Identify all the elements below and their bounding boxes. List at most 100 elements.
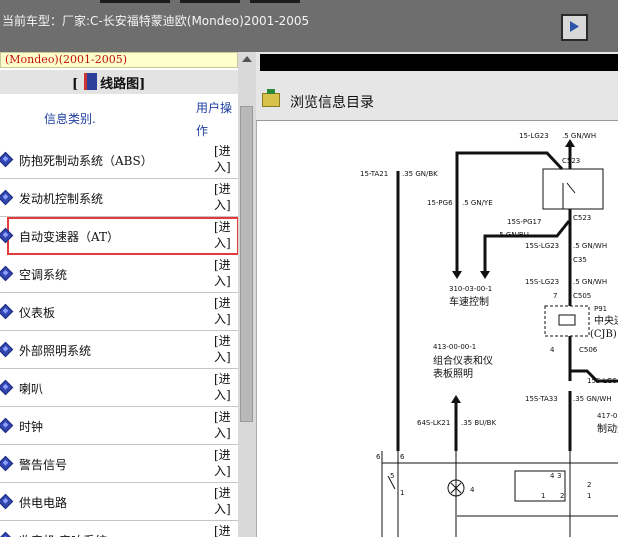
diagram-label: C505 xyxy=(573,292,591,300)
enter-link[interactable]: [进入] xyxy=(214,220,231,250)
diagram-label: 4 xyxy=(550,346,555,354)
cjb-fuse xyxy=(558,314,576,326)
diagram-label: .5 GN/WH xyxy=(562,132,596,140)
diagram-label: 2 xyxy=(587,481,591,489)
category-item-label: 供电电路 xyxy=(19,496,68,510)
category-item[interactable]: 空调系统[进入] xyxy=(0,255,238,293)
panel-header-title: [线路图] xyxy=(72,73,145,92)
toolbar-strip xyxy=(180,0,240,3)
diamond-bullet-icon xyxy=(0,379,14,396)
diagram-label: 1 xyxy=(587,492,591,500)
category-item-label: 外部照明系统 xyxy=(19,344,92,358)
category-item-label: 警告信号 xyxy=(19,458,68,472)
column-header-action: 用户操作 xyxy=(196,101,233,138)
vertical-scrollbar[interactable] xyxy=(238,52,256,537)
diagram-label: 15S-LG6 xyxy=(587,377,617,385)
diagram-label: C35 xyxy=(573,256,587,264)
diagram-label: 5 xyxy=(390,472,394,480)
enter-link[interactable]: [进入] xyxy=(214,296,231,326)
category-item[interactable]: 外部照明系统 [进入] xyxy=(0,331,238,369)
diagram-label: .5 GN/BU xyxy=(497,231,529,239)
category-item[interactable]: 时钟 [进入] xyxy=(0,407,238,445)
diagram-label: .5 GN/YE xyxy=(462,199,493,207)
diamond-bullet-icon xyxy=(0,151,14,168)
enter-link[interactable]: [进入] xyxy=(214,448,231,478)
toolbar-strip xyxy=(250,0,300,3)
diagram-label: 表板照明 xyxy=(433,367,473,380)
diagram-label: 15-TA21 xyxy=(360,170,388,178)
arrow-icon xyxy=(452,271,462,279)
category-item-label: 防抱死制动系统（ABS） xyxy=(19,154,153,168)
category-item-label: 时钟 xyxy=(19,420,44,434)
diagram-label: 1 xyxy=(400,489,404,497)
diagram-label: 15-PG6 xyxy=(427,199,453,207)
enter-link[interactable]: [进入] xyxy=(214,372,231,402)
toolbar-strip xyxy=(100,0,170,3)
scroll-up-icon[interactable] xyxy=(242,56,252,62)
wire xyxy=(570,369,618,383)
enter-link[interactable]: [进入] xyxy=(214,486,231,516)
category-item[interactable]: 防抱死制动系统（ABS） [进入] xyxy=(0,141,238,179)
enter-link[interactable]: [进入] xyxy=(214,524,231,537)
column-header-category: 信息类别. xyxy=(44,112,96,126)
scrollbar-thumb[interactable] xyxy=(240,106,253,422)
wiring-diagram-canvas: 15-LG23 .5 GN/WH C523 15-TA21 .35 GN/BK … xyxy=(360,132,618,537)
diagram-label: 15-LG23 xyxy=(519,132,549,140)
diagram-label: P91 xyxy=(594,305,607,313)
lamp-icon xyxy=(447,479,465,497)
diagram-label: 制动灯 xyxy=(597,422,618,435)
enter-link[interactable]: [进入] xyxy=(214,334,231,364)
category-item-label: 发动机控制系统 xyxy=(19,192,104,206)
enter-link[interactable]: [进入] xyxy=(214,410,231,440)
relay-switch xyxy=(566,182,576,194)
diagram-label: 6 xyxy=(400,453,405,461)
diagram-label: 6 xyxy=(376,453,381,461)
diagram-label: 310-03-00-1 xyxy=(449,285,492,293)
category-item[interactable]: 警告信号 [进入] xyxy=(0,445,238,483)
category-item[interactable]: 仪表板[进入] xyxy=(0,293,238,331)
vehicle-field: (Mondeo)(2001-2005) xyxy=(0,52,238,68)
diagram-label: .5 GN/WH xyxy=(573,278,607,286)
category-item-label: 喇叭 xyxy=(19,382,44,396)
category-item[interactable]: 自动变速器（AT） [进入] xyxy=(0,217,239,255)
book-icon xyxy=(84,73,97,90)
enter-link[interactable]: [进入] xyxy=(214,144,231,174)
diagram-label: C506 xyxy=(579,346,598,354)
diagram-label: 7 xyxy=(553,292,557,300)
enter-link[interactable]: [进入] xyxy=(214,258,231,288)
category-panel: (Mondeo)(2001-2005) [线路图] 信息类别. 用户操作 防抱死… xyxy=(0,52,256,537)
diagram-label: 15S-PG17 xyxy=(507,218,541,226)
diagram-label: 15S-LG23 xyxy=(525,242,559,250)
header-title-text: 线路图 xyxy=(100,77,140,92)
diagram-label: .35 BU/BK xyxy=(461,419,496,427)
category-item[interactable]: 喇叭 [进入] xyxy=(0,369,238,407)
lamp-module xyxy=(514,470,566,502)
category-item[interactable]: 发动机控制系统 [进入] xyxy=(0,179,238,217)
wiring-diagram: 15-LG23 .5 GN/WH C523 15-TA21 .35 GN/BK … xyxy=(256,120,618,537)
toolbar-bar xyxy=(260,54,618,71)
category-item-label: 收音机-音响系统 xyxy=(19,532,107,537)
relay-box xyxy=(542,168,604,210)
category-item[interactable]: 收音机-音响系统 [进入] xyxy=(0,521,238,537)
diamond-bullet-icon xyxy=(0,341,14,358)
enter-link[interactable]: [进入] xyxy=(214,182,231,212)
diamond-bullet-icon xyxy=(0,189,14,206)
wire xyxy=(455,151,564,231)
header-bracket-open: [ xyxy=(72,77,79,92)
diagram-label: 15S-LG23 xyxy=(525,278,559,286)
diagram-label: 中央连 xyxy=(594,314,618,327)
diamond-bullet-icon xyxy=(0,531,14,537)
category-item-label: 自动变速器（AT） xyxy=(19,230,120,244)
diagram-label: 64S-LK21 xyxy=(417,419,450,427)
diagram-label: .5 GN/WH xyxy=(573,242,607,250)
diagram-label: 4 xyxy=(470,486,475,494)
content-panel: 浏览信息目录 xyxy=(256,52,618,537)
forward-button[interactable] xyxy=(561,14,588,41)
diagram-label: 1 xyxy=(541,492,545,500)
browse-directory-link[interactable]: 浏览信息目录 xyxy=(262,89,612,112)
wire xyxy=(483,220,571,271)
diamond-bullet-icon xyxy=(0,265,14,282)
folder-icon xyxy=(262,89,280,107)
category-item[interactable]: 供电电路 [进入] xyxy=(0,483,238,521)
